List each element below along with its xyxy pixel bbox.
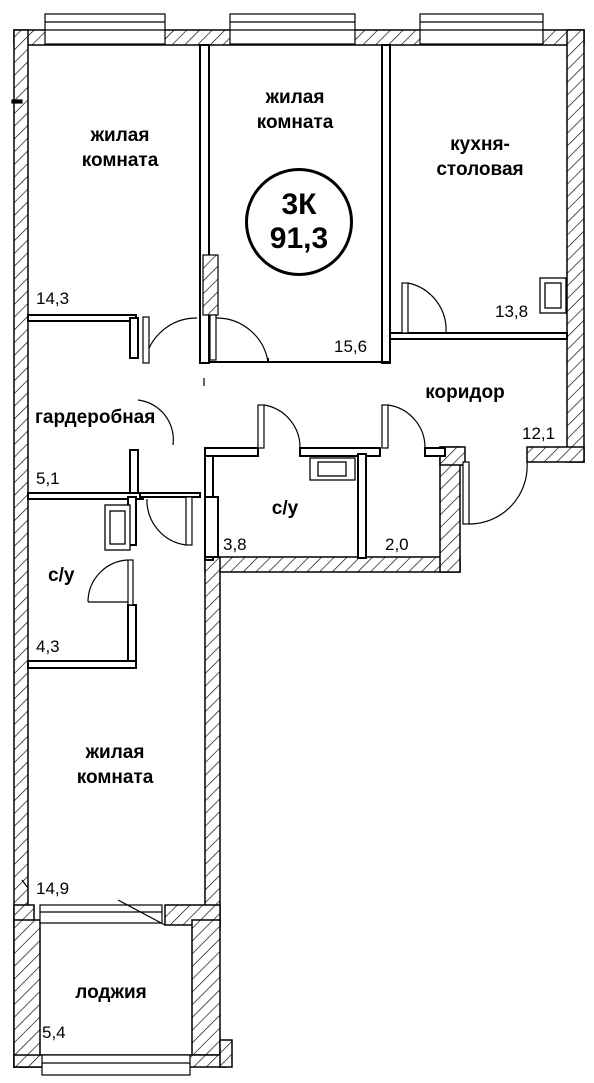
room-area-kitchen: 13,8: [495, 302, 529, 321]
room-label-bathroom-2: с/у: [271, 498, 299, 519]
room-label-kitchen: кухня- столовая: [436, 134, 524, 180]
room-label-loggia: лоджия: [75, 982, 147, 1003]
marks: [21, 378, 205, 889]
room-label-living-1: жилая комната: [81, 125, 159, 171]
room-area-wardrobe: 5,1: [36, 469, 60, 488]
room-label-bathroom-1: с/у: [48, 565, 75, 586]
apartment-total-area: 91,3: [269, 222, 329, 255]
room-area-bathroom-1: 4,3: [36, 637, 60, 656]
windows: [11, 13, 544, 1076]
room-label-living-3: жилая комната: [76, 742, 154, 788]
room-area-storage: 2,0: [385, 535, 409, 554]
room-area-loggia: 5,4: [42, 1023, 66, 1042]
room-area-living-2: 15,6: [334, 337, 368, 356]
interior-walls: [27, 44, 568, 669]
room-area-corridor: 12,1: [522, 424, 556, 443]
room-area-bathroom-2: 3,8: [223, 535, 247, 554]
room-area-living-3: 14,9: [36, 879, 70, 898]
doors: [87, 282, 528, 926]
fixtures: [104, 277, 567, 551]
room-label-corridor: коридор: [425, 382, 505, 403]
room-label-wardrobe: гардеробная: [35, 407, 156, 428]
room-label-living-2: жилая комната: [256, 87, 334, 133]
apartment-type: 3К: [281, 188, 317, 221]
apartment-badge: 3К 91,3: [245, 168, 353, 276]
room-area-living-1: 14,3: [36, 289, 70, 308]
